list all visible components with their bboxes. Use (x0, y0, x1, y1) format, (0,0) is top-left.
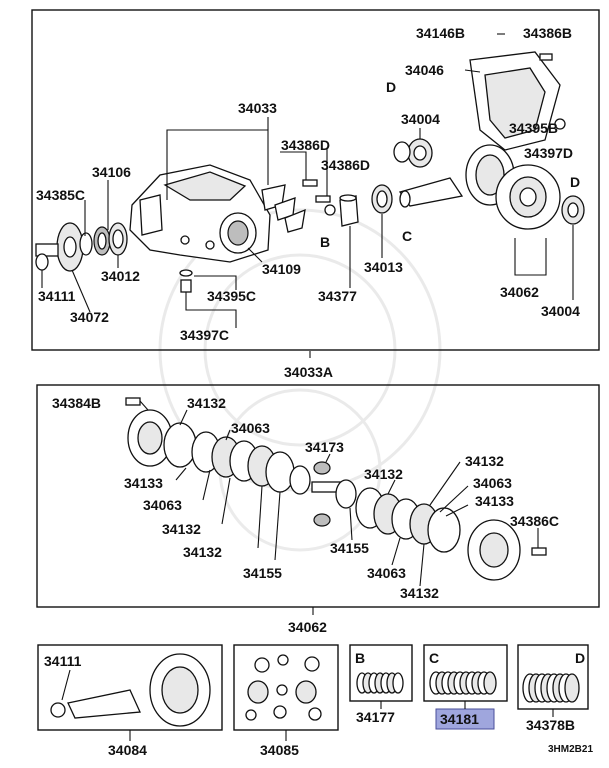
label-34386C: 34386C (510, 513, 559, 529)
label-34085: 34085 (260, 742, 299, 758)
label-34109: 34109 (262, 261, 301, 277)
bearing-34013 (371, 184, 393, 214)
upper-group-box (31, 9, 600, 351)
label-34385C: 34385C (36, 187, 85, 203)
label-34397C: 34397C (180, 327, 229, 343)
label-34033: 34033 (238, 100, 277, 116)
diagram-code: 3HM2B21 (548, 744, 593, 755)
lower-labels: 34384B 34132 34063 34173 34132 34132 341… (52, 395, 559, 635)
box-34177: B 34177 (349, 644, 413, 725)
label-34033A: 34033A (284, 364, 333, 380)
clutch-disc-d (564, 673, 580, 703)
drive-pinion (398, 177, 464, 208)
label-34386D-b: 34386D (321, 157, 370, 173)
box-34181: C 34181 (423, 644, 508, 730)
label-34378B: 34378B (526, 717, 575, 733)
carrier-housing (129, 164, 271, 263)
label-34386D-a: 34386D (281, 137, 330, 153)
label-34132-b: 34132 (162, 521, 201, 537)
label-34111-bottom: 34111 (44, 653, 82, 669)
label-34395C: 34395C (207, 288, 256, 304)
label-34173: 34173 (305, 439, 344, 455)
side-bearing-right (561, 195, 585, 225)
ref-C-bottom: C (429, 650, 439, 666)
bolt-34395C (179, 269, 193, 293)
label-34377: 34377 (318, 288, 357, 304)
box-34085: 34085 (233, 644, 339, 758)
label-34084: 34084 (108, 742, 147, 758)
label-34146B: 34146B (416, 25, 465, 41)
ref-B: B (320, 234, 330, 250)
label-34072: 34072 (70, 309, 109, 325)
label-34132-d: 34132 (364, 466, 403, 482)
lower-group-box (36, 384, 600, 608)
label-34384B: 34384B (52, 395, 101, 411)
label-34395B: 34395B (509, 120, 558, 136)
box-34378B: D 34378B (517, 644, 589, 733)
label-34155-b: 34155 (330, 540, 369, 556)
label-34177: 34177 (356, 709, 395, 725)
bolts-34386D (302, 179, 331, 203)
label-34132-a: 34132 (187, 395, 226, 411)
oil-seal-34106 (93, 226, 111, 256)
label-34063-a: 34063 (231, 420, 270, 436)
label-34004-top: 34004 (401, 111, 440, 127)
bearing-34012 (108, 222, 128, 256)
label-34063-d: 34063 (367, 565, 406, 581)
label-34397D: 34397D (524, 145, 573, 161)
ref-B-bottom: B (355, 650, 365, 666)
lower-leader-lines (139, 400, 539, 615)
label-34106: 34106 (92, 164, 131, 180)
rear-cover (469, 51, 566, 151)
clutch-disc-b (392, 672, 404, 694)
label-34004-bottom: 34004 (541, 303, 580, 319)
collapsible-spacer (339, 194, 359, 227)
label-34386B: 34386B (523, 25, 572, 41)
washer (324, 204, 336, 216)
label-34132-f: 34132 (400, 585, 439, 601)
label-34133-a: 34133 (124, 475, 163, 491)
label-34132-e: 34132 (465, 453, 504, 469)
upper-labels: 34146B 34386B 34046 34033 34004 34395B 3… (36, 25, 580, 380)
label-34063-c: 34063 (473, 475, 512, 491)
spacer-34385C (79, 232, 93, 256)
box-34084: 34111 34084 (37, 644, 223, 758)
upper-leader-lines (41, 33, 574, 358)
label-34132-c: 34132 (183, 544, 222, 560)
label-34012: 34012 (101, 268, 140, 284)
label-34062-upper: 34062 (500, 284, 539, 300)
ref-D-top: D (386, 79, 396, 95)
label-34111: 34111 (38, 288, 76, 304)
label-34062-assembly: 34062 (288, 619, 327, 635)
label-34155-a: 34155 (243, 565, 282, 581)
side-bearing-top (393, 138, 433, 168)
companion-flange (35, 222, 84, 272)
clutch-disc-c (483, 671, 497, 695)
differential-case (495, 164, 561, 230)
label-34013: 34013 (364, 259, 403, 275)
label-34063-b: 34063 (143, 497, 182, 513)
ref-D-bottom: D (575, 650, 585, 666)
label-34181: 34181 (440, 711, 479, 727)
ref-C: C (402, 228, 412, 244)
label-34046: 34046 (405, 62, 444, 78)
shim-plates (261, 184, 306, 233)
label-34133-b: 34133 (475, 493, 514, 509)
ref-D-right: D (570, 174, 580, 190)
